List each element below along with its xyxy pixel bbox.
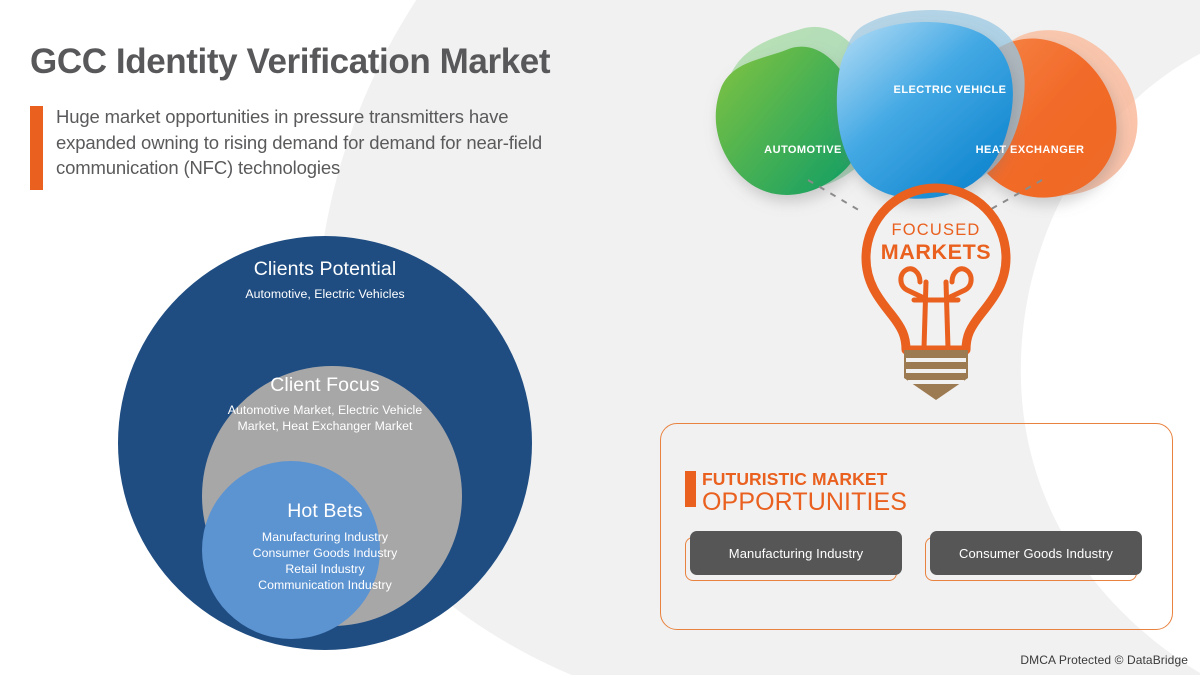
opportunity-chip[interactable]: Manufacturing Industry xyxy=(685,531,902,581)
panel-title-line2: OPPORTUNITIES xyxy=(702,488,908,517)
chip-label[interactable]: Manufacturing Industry xyxy=(690,531,902,575)
ring-sub-client-focus-line1: Automotive Market, Electric Vehicle xyxy=(227,403,423,418)
ring-label-hot-bets: Hot Bets Manufacturing Industry Consumer… xyxy=(118,500,532,594)
opportunity-chip-group: Manufacturing Industry Consumer Goods In… xyxy=(685,531,1155,597)
lightbulb-base xyxy=(904,350,968,400)
futuristic-opportunities-panel: FUTURISTIC MARKET OPPORTUNITIES Manufact… xyxy=(660,423,1173,630)
ring-sub-client-focus-line2: Market, Heat Exchanger Market xyxy=(237,419,413,434)
ring-title-client-focus: Client Focus xyxy=(270,374,380,396)
blob-label-heat-exchanger[interactable]: HEAT EXCHANGER xyxy=(975,144,1085,156)
focused-markets-blobs: AUTOMOTIVE ELECTRIC VEHICLE HEAT EXCHANG… xyxy=(690,8,1160,218)
hot-bets-item: Manufacturing Industry xyxy=(261,530,389,545)
ring-sub-clients-potential: Automotive, Electric Vehicles xyxy=(245,287,405,302)
ring-title-hot-bets: Hot Bets xyxy=(287,500,363,522)
hot-bets-item: Consumer Goods Industry xyxy=(252,546,398,561)
footer-copyright: DMCA Protected © DataBridge xyxy=(1020,653,1188,667)
accent-bar xyxy=(30,106,43,190)
subtitle-text: Huge market opportunities in pressure tr… xyxy=(56,106,542,179)
ring-sub-hot-bets: Manufacturing Industry Consumer Goods In… xyxy=(118,530,532,594)
chip-label[interactable]: Consumer Goods Industry xyxy=(930,531,1142,575)
blob-label-electric-vehicle[interactable]: ELECTRIC VEHICLE xyxy=(893,84,1007,96)
ring-title-clients-potential: Clients Potential xyxy=(253,258,397,280)
focused-markets-lightbulb: FOCUSED MARKETS xyxy=(836,178,1036,408)
connector-line-automotive xyxy=(807,179,863,213)
blob-shapes xyxy=(715,10,1138,213)
ring-hot-bets[interactable] xyxy=(202,461,380,639)
ring-sub-client-focus: Automotive Market, Electric Vehicle Mark… xyxy=(118,403,532,434)
subtitle-block: Huge market opportunities in pressure tr… xyxy=(30,104,590,190)
panel-title-text: FUTURISTIC MARKET OPPORTUNITIES xyxy=(702,470,907,516)
blob-label-automotive[interactable]: AUTOMOTIVE xyxy=(764,144,842,156)
panel-title-block: FUTURISTIC MARKET OPPORTUNITIES xyxy=(685,470,907,516)
opportunity-chip[interactable]: Consumer Goods Industry xyxy=(925,531,1142,581)
hot-bets-item: Retail Industry xyxy=(285,562,365,577)
panel-accent-bar xyxy=(685,471,696,507)
page-title: GCC Identity Verification Market xyxy=(30,42,551,81)
ring-label-clients-potential: Clients Potential Automotive, Electric V… xyxy=(118,258,532,303)
ring-label-client-focus: Client Focus Automotive Market, Electric… xyxy=(118,374,532,435)
lightbulb-icon xyxy=(861,183,1011,400)
panel-title-line1: FUTURISTIC MARKET xyxy=(702,469,888,489)
connector-line-heat-exchanger xyxy=(985,179,1043,213)
hot-bets-item: Communication Industry xyxy=(258,578,392,593)
concentric-circle-diagram: Clients Potential Automotive, Electric V… xyxy=(118,236,532,650)
